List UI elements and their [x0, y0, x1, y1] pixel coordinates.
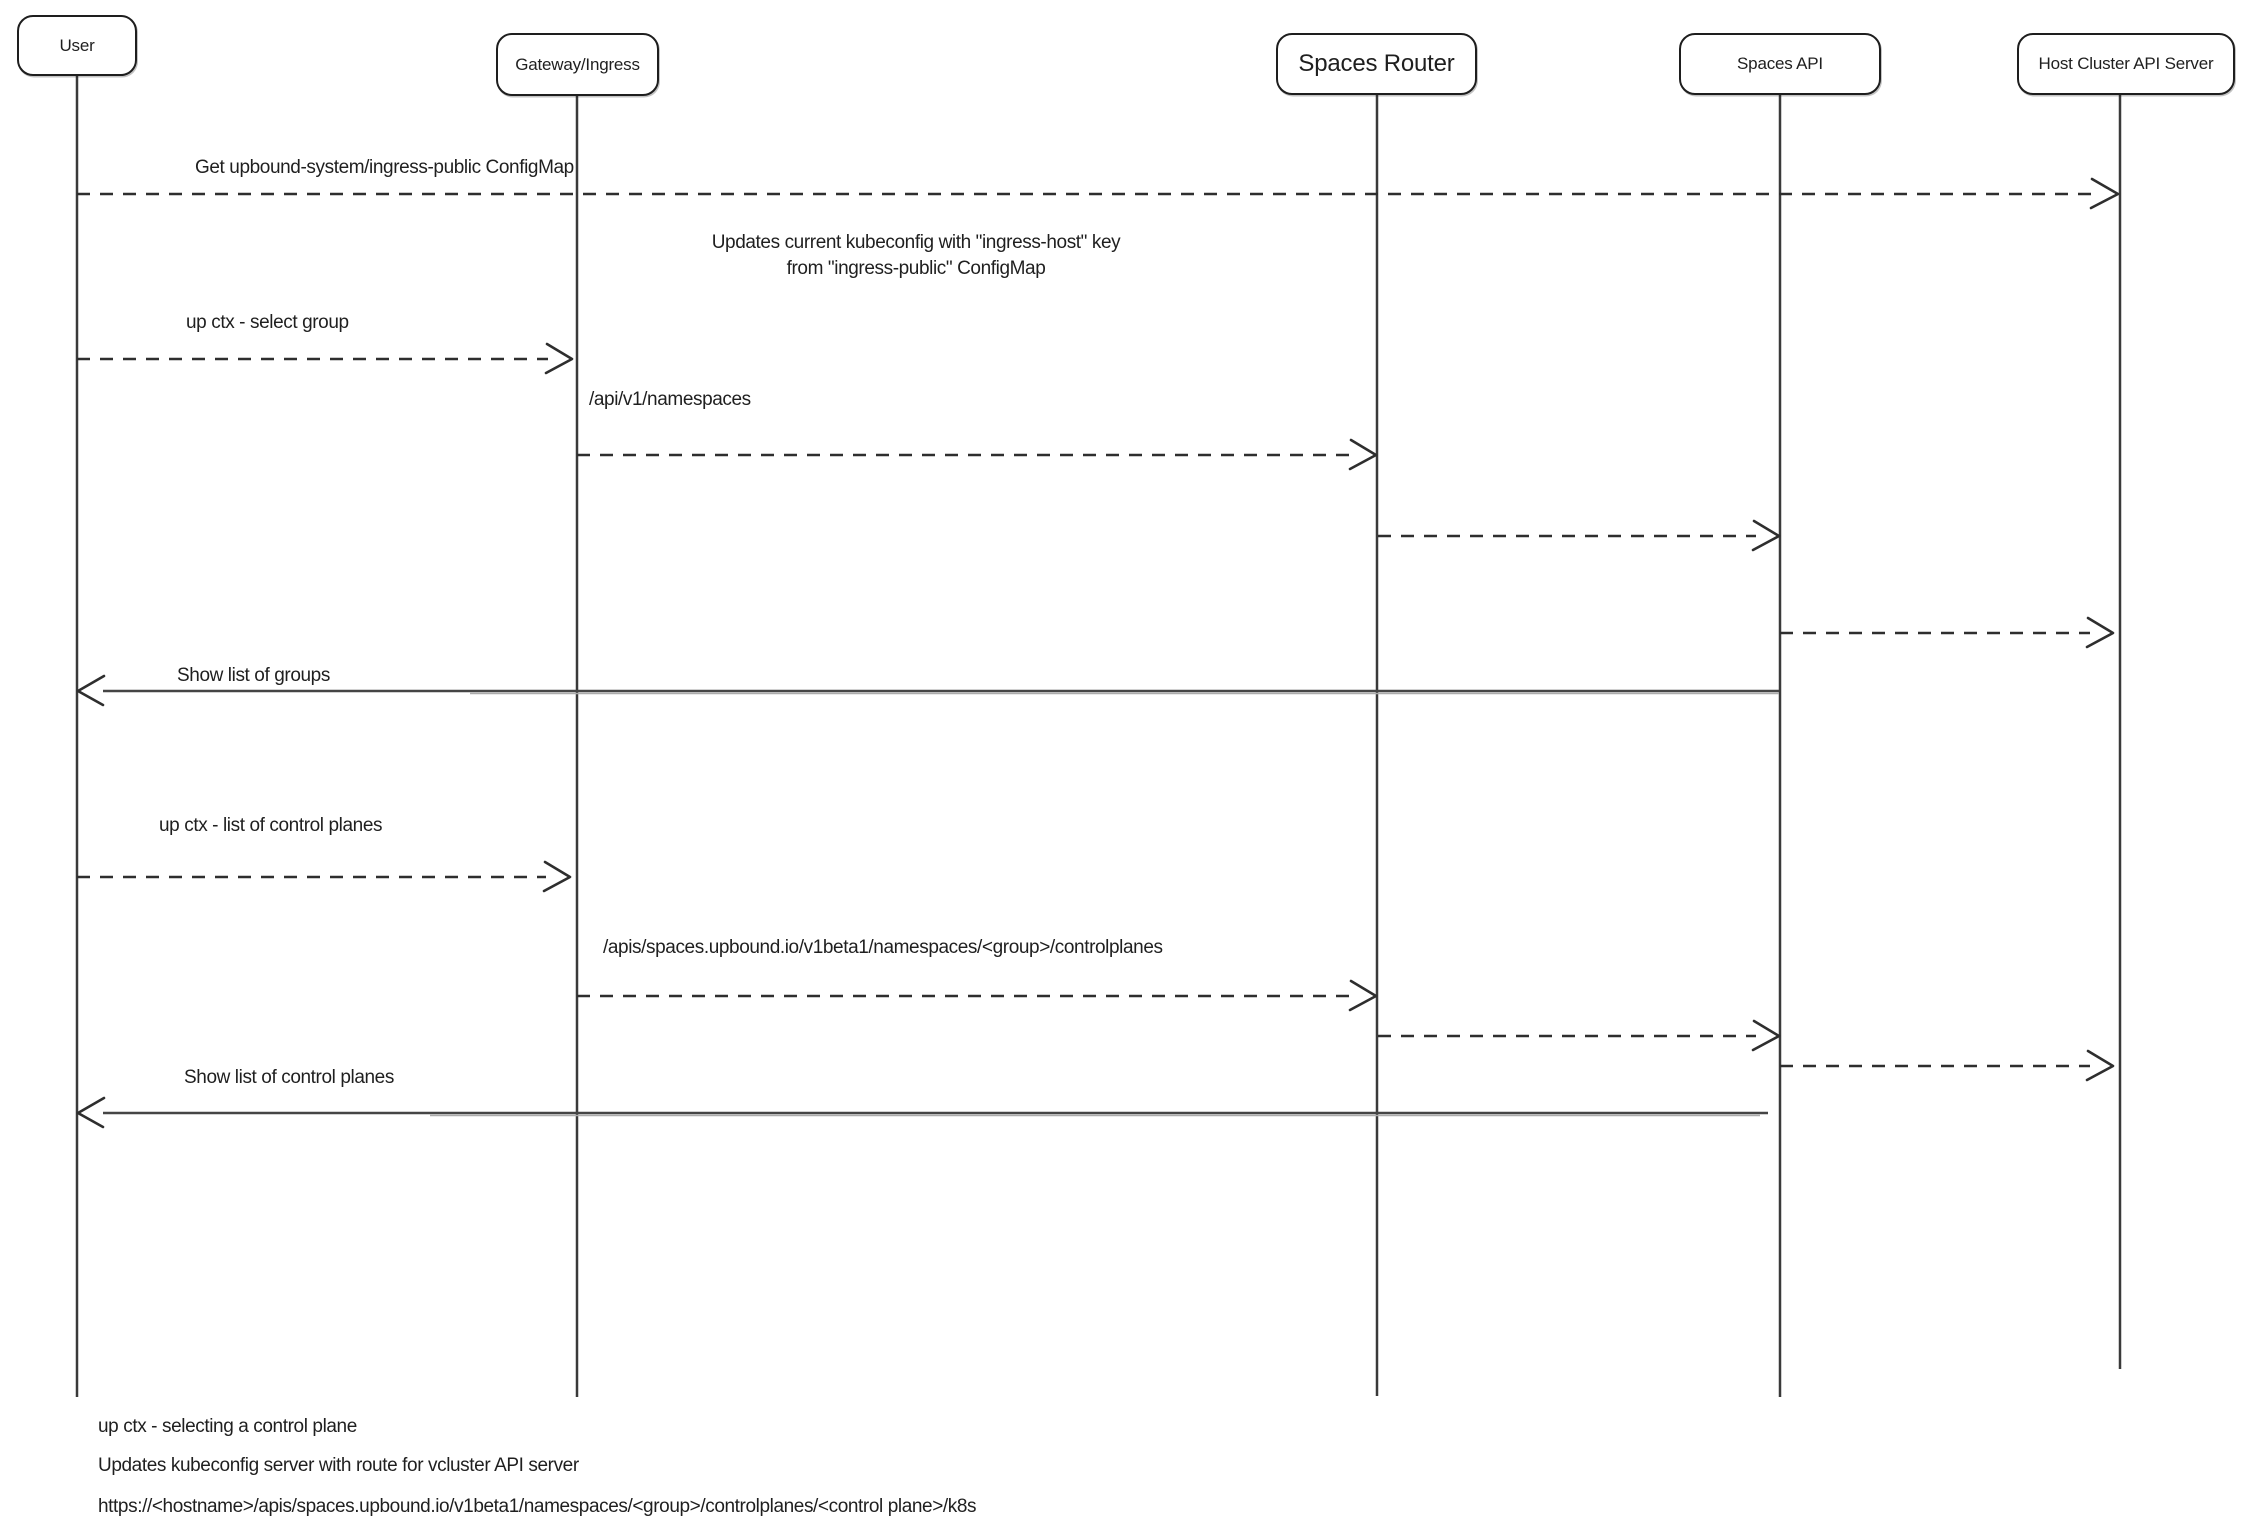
dashed-message-lines: [77, 192, 2094, 1068]
actor-box-spaces-router: Spaces Router: [1276, 33, 1477, 95]
actor-box-host-cluster-api-server: Host Cluster API Server: [2017, 33, 2235, 95]
message-label-show-groups: Show list of groups: [177, 665, 330, 686]
arrowhead-right-3: [1348, 438, 1378, 471]
arrowhead-right-6: [542, 860, 572, 893]
note-line-2: from "ingress-public" ConfigMap: [786, 258, 1046, 279]
arrowhead-right-2: [544, 342, 574, 375]
message-label-controlplanes-path: /apis/spaces.upbound.io/v1beta1/namespac…: [603, 937, 1163, 958]
note-updates-kubeconfig: Updates current kubeconfig with "ingress…: [712, 230, 1121, 282]
actor-label-user: User: [59, 35, 95, 55]
actor-label-host-cluster-api-server: Host Cluster API Server: [2038, 54, 2214, 73]
arrowheads: [76, 177, 2120, 1129]
arrowhead-left-2: [76, 1096, 106, 1129]
arrowhead-right-5: [2085, 616, 2115, 649]
lifelines: [75, 76, 2122, 1397]
arrowhead-right-4: [1751, 519, 1781, 552]
actor-label-spaces-api: Spaces API: [1737, 54, 1823, 73]
footer-line-vcluster-url: https://<hostname>/apis/spaces.upbound.i…: [98, 1496, 977, 1517]
message-label-show-control-planes: Show list of control planes: [184, 1067, 394, 1088]
return-line-shading: [430, 692, 1779, 1117]
note-line-1: Updates current kubeconfig with "ingress…: [711, 232, 1121, 253]
arrowhead-right-1: [2089, 177, 2120, 210]
arrowhead-right-9: [2085, 1049, 2115, 1082]
actor-box-user: User: [17, 15, 137, 76]
actor-label-gateway-ingress: Gateway/Ingress: [515, 54, 640, 74]
actor-box-gateway-ingress: Gateway/Ingress: [496, 33, 659, 96]
message-label-select-group: up ctx - select group: [186, 312, 349, 333]
message-label-list-control-planes: up ctx - list of control planes: [159, 815, 383, 836]
arrowhead-right-7: [1348, 979, 1378, 1012]
arrowhead-right-8: [1751, 1019, 1781, 1052]
arrowhead-left-1: [76, 674, 106, 707]
actor-box-spaces-api: Spaces API: [1679, 33, 1881, 95]
actor-label-spaces-router: Spaces Router: [1298, 50, 1455, 77]
message-label-get-configmap: Get upbound-system/ingress-public Config…: [195, 157, 574, 178]
solid-return-lines: [103, 689, 1779, 1115]
footer-line-updates-kubeconfig-server: Updates kubeconfig server with route for…: [98, 1455, 579, 1476]
footer-line-selecting-control-plane: up ctx - selecting a control plane: [98, 1416, 357, 1437]
message-label-api-v1-namespaces: /api/v1/namespaces: [589, 389, 751, 410]
